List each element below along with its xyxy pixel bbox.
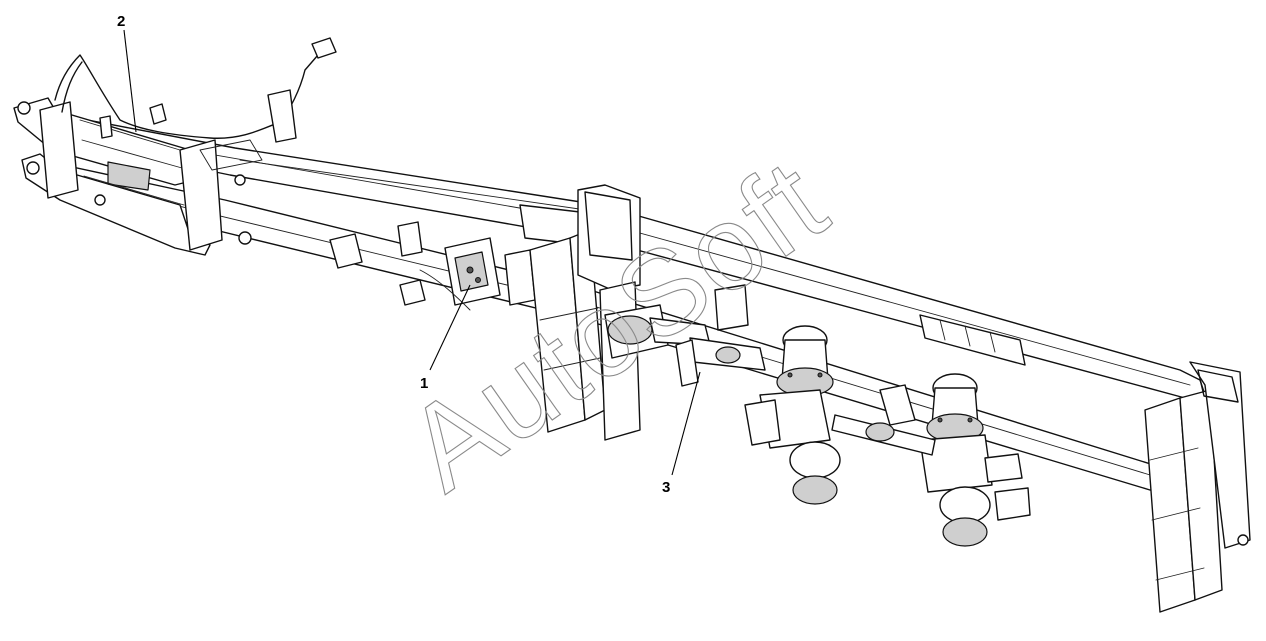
rear-axle-2 (919, 373, 1031, 547)
callout-2: 2 (117, 13, 137, 133)
callout-1-label: 1 (420, 375, 428, 392)
front-crossmember (13, 97, 252, 256)
front-wiring-harness (54, 37, 337, 171)
rear-crossmember (1144, 361, 1251, 613)
mid-frame-components (329, 221, 536, 311)
callout-3-label: 3 (662, 479, 670, 496)
rear-axle-1 (744, 325, 841, 505)
inter-axle-shaft (831, 384, 936, 456)
rear-cross-plates (919, 314, 1026, 366)
callout-2-label: 2 (117, 13, 125, 30)
mid-vertical-post (529, 184, 641, 441)
callout-1: 1 (420, 284, 471, 392)
drive-shaft-assembly (604, 284, 766, 387)
callout-3: 3 (662, 371, 701, 496)
